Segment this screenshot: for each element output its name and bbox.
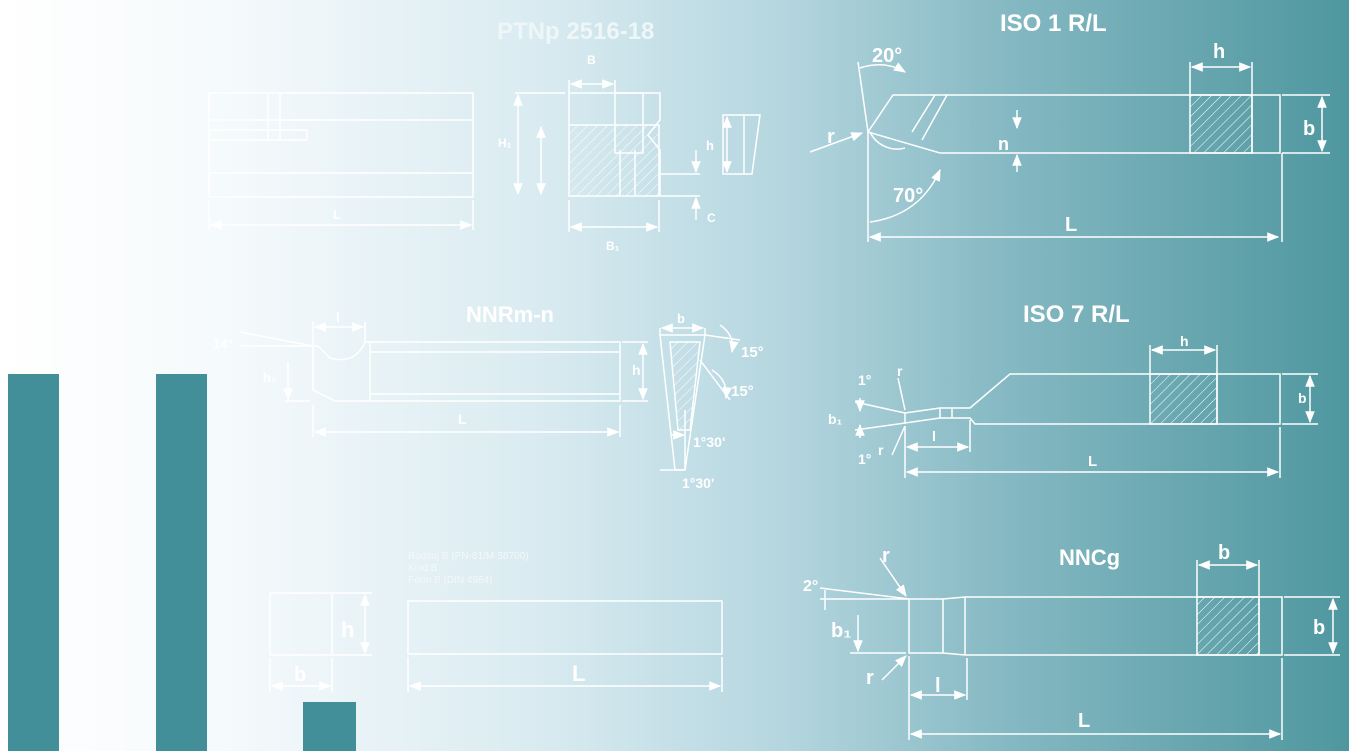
rodzaj-line1: Rodzaj B (PN-81/M-58700): [408, 551, 529, 562]
nnrm-angle-15b: 15°: [731, 383, 754, 400]
nncg-label-b-top: b: [1218, 542, 1230, 564]
rodzaj-line3: Form B (DIN 4964): [408, 575, 492, 586]
ptnp-label-B: B: [587, 53, 596, 67]
decor-bar-left: [8, 374, 59, 751]
iso1-angle-top: 20°: [872, 45, 902, 67]
nncg-label-b1: b₁: [831, 620, 852, 642]
nncg-label-l: l: [935, 675, 941, 697]
rodzaj-drawing: [269, 592, 723, 692]
iso1-label-r: r: [827, 126, 835, 148]
nnrm-angle-14: 14°: [213, 336, 233, 351]
iso1-angle-bottom: 70°: [893, 185, 923, 207]
iso1-label-L: L: [1065, 214, 1077, 236]
nncg-label-L: L: [1078, 710, 1090, 732]
nnrm-label-b: b: [677, 311, 685, 326]
iso7-angle-1a: 1°: [858, 372, 871, 388]
nnrm-drawing: [239, 322, 741, 471]
ptnp-label-C: C: [707, 211, 716, 225]
nnrm-label-L: L: [458, 411, 467, 427]
nnrm-angle-130b: 1°30': [682, 475, 714, 491]
ptnp-drawing: [208, 79, 761, 232]
nnrm-angle-15a: 15°: [741, 344, 764, 361]
rodzaj-label-h: h: [341, 617, 354, 642]
iso1-label-b: b: [1303, 118, 1315, 140]
iso7-label-L: L: [1088, 453, 1097, 470]
nncg-title: NNCg: [1059, 545, 1120, 570]
iso7-r-bottom: r: [878, 442, 884, 458]
iso7-label-h: h: [1180, 333, 1189, 349]
ptnp-label-L: L: [333, 207, 341, 222]
rodzaj-label-L: L: [572, 661, 585, 686]
nncg-angle-2: 2°: [803, 578, 818, 595]
nnrm-angle-130a: 1°30': [693, 434, 725, 450]
iso7-drawing: [854, 345, 1318, 478]
nncg-drawing: [819, 557, 1340, 740]
ptnp-label-B1: B₁: [606, 239, 620, 253]
iso1-label-h: h: [1213, 41, 1225, 63]
ptnp-title: PTNp 2516-18: [497, 18, 654, 45]
iso1-title: ISO 1 R/L: [1000, 10, 1107, 37]
nnrm-title: NNRm-n: [466, 302, 554, 327]
iso7-angle-1b: 1°: [858, 451, 871, 467]
ptnp-label-h: h: [706, 138, 714, 153]
iso7-title: ISO 7 R/L: [1023, 301, 1130, 328]
nnrm-label-h: h: [632, 362, 641, 378]
decor-bar-middle: [156, 374, 207, 751]
iso7-label-l: l: [932, 428, 936, 444]
iso7-label-b1: b₁: [828, 411, 843, 427]
iso7-label-b: b: [1298, 390, 1307, 406]
iso1-drawing: [809, 61, 1330, 242]
nncg-label-b-right: b: [1313, 617, 1325, 639]
nncg-r-top: r: [882, 545, 890, 567]
ptnp-label-H1: H₁: [498, 136, 512, 150]
nnrm-label-h1: h₁: [263, 370, 276, 385]
nncg-r-bottom: r: [866, 667, 874, 689]
nnrm-label-l: l: [336, 310, 340, 325]
iso7-r-top: r: [897, 363, 903, 379]
decor-bar-small: [303, 702, 356, 751]
rodzaj-line2: Kind B: [408, 563, 438, 574]
rodzaj-label-b: b: [294, 664, 306, 686]
iso1-label-n: n: [998, 134, 1009, 154]
